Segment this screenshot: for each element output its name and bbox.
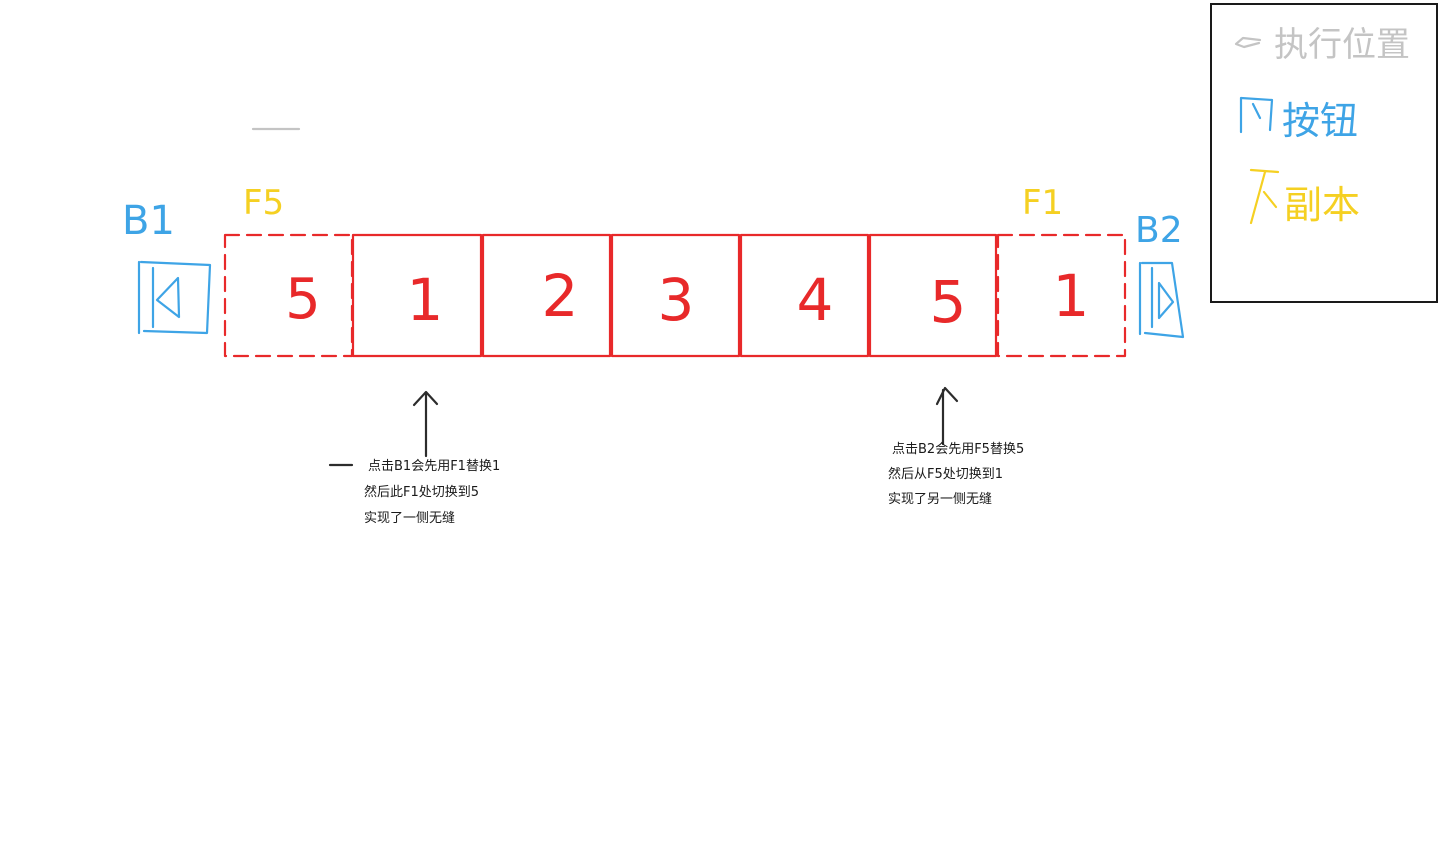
chevron-left-icon xyxy=(155,276,181,319)
note-right-line-2: 然后从F5处切换到1 xyxy=(888,467,1004,482)
legend-button-label: 按钮 xyxy=(1282,99,1358,143)
copy-marker-icon xyxy=(1249,168,1280,225)
note-right-line-3: 实现了另一侧无缝 xyxy=(888,492,993,507)
next-button[interactable] xyxy=(1138,261,1185,339)
copy-cell-left: 5 xyxy=(223,233,354,358)
note-right: 点击B2会先用F5替换5 然后从F5处切换到1 实现了另一侧无缝 xyxy=(888,437,1024,512)
chevron-right-icon xyxy=(1157,281,1175,320)
note-left-line-1: 点击B1会先用F1替换1 xyxy=(368,459,501,474)
copy-cell-left-label: 5 xyxy=(285,267,321,332)
copy-cell-right-label: 1 xyxy=(1053,262,1090,330)
note-left: 点击B1会先用F1替换1 然后此F1处切换到5 实现了一侧无缝 xyxy=(364,454,500,532)
prev-button[interactable] xyxy=(137,260,212,335)
carousel-cell-1-label: 1 xyxy=(407,266,444,334)
carousel-cell-3-label: 3 xyxy=(658,266,695,334)
legend-box: 执行位置 按钮 副本 xyxy=(1210,3,1438,303)
note-left-line-2: 然后此F1处切换到5 xyxy=(364,485,480,500)
arrow-up-icon xyxy=(935,386,959,446)
copy-tag-right: F1 xyxy=(1022,183,1063,223)
carousel-cell-4-label: 4 xyxy=(797,266,834,334)
button-tag-right: B2 xyxy=(1135,210,1183,251)
position-marker-icon xyxy=(1234,36,1262,49)
copy-tag-left: F5 xyxy=(243,183,284,223)
button-marker-icon xyxy=(1239,96,1274,134)
note-right-line-1: 点击B2会先用F5替换5 xyxy=(892,442,1025,457)
carousel-cell-2-label: 2 xyxy=(542,262,579,330)
button-tag-left: B1 xyxy=(122,198,175,244)
copy-cell-right: 1 xyxy=(996,233,1127,358)
legend-copy-label: 副本 xyxy=(1284,183,1360,227)
note-left-line-3: 实现了一侧无缝 xyxy=(364,511,456,526)
legend-position-label: 执行位置 xyxy=(1274,25,1410,65)
arrow-up-icon xyxy=(412,390,439,458)
carousel-cells: 1 2 3 4 5 xyxy=(351,233,998,358)
carousel-cell-5-label: 5 xyxy=(930,268,967,336)
